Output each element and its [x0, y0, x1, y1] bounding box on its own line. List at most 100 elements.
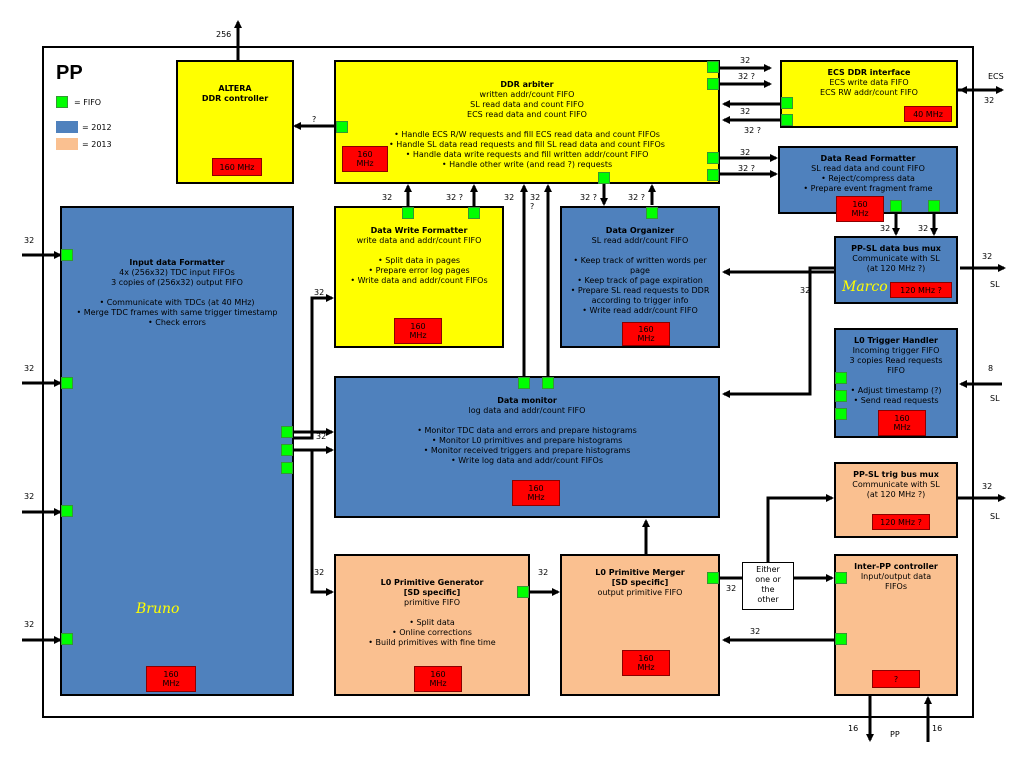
l0-primitive-generator-block: L0 Primitive Generator [SD specific] pri…: [334, 554, 530, 696]
altera-clock-badge: 160 MHz: [212, 158, 262, 176]
pg-tasks: • Split data • Online corrections • Buil…: [368, 618, 496, 647]
fifo-marker: [835, 408, 847, 420]
bus-width-label: 32: [800, 286, 811, 295]
pg-clock-badge: 160 MHz: [414, 666, 462, 692]
inter-pp-controller-block: Inter-PP controller Input/output data FI…: [834, 554, 958, 696]
fifo-marker: [61, 377, 73, 389]
do-title: Data Organizer: [605, 226, 675, 235]
ecs-label: ECS: [988, 72, 1004, 81]
legend-2013-swatch: [56, 138, 78, 150]
drf-fifos: SL read data and count FIFO: [811, 164, 925, 173]
page-title: PP: [56, 62, 83, 84]
fifo-marker: [707, 78, 719, 90]
sl-label: SL: [990, 280, 1000, 289]
fifo-marker: [707, 152, 719, 164]
fifo-marker: [707, 169, 719, 181]
do-tasks: • Keep track of written words per page •…: [570, 256, 710, 315]
fifo-marker: [402, 207, 414, 219]
fifo-marker: [281, 444, 293, 456]
dm-clock-badge: 160 MHz: [512, 480, 560, 506]
altera-ddr-controller-block: ALTERA DDR controller 160 MHz: [176, 60, 294, 184]
bus-width-label: 32: [314, 288, 325, 297]
fifo-marker: [518, 377, 530, 389]
bus-width-label: 32 ?: [738, 72, 755, 81]
fifo-marker: [61, 249, 73, 261]
pm-clock-badge: 160 MHz: [622, 650, 670, 676]
dwf-fifos: write data and addr/count FIFO: [356, 236, 482, 245]
do-clock-badge: 160 MHz: [622, 322, 670, 346]
drf-tasks: • Reject/compress data • Prepare event f…: [803, 174, 933, 193]
legend-2013-label: = 2013: [82, 140, 112, 149]
fifo-marker: [542, 377, 554, 389]
idf-clock-badge: 160 MHz: [146, 666, 196, 692]
fifo-marker: [928, 200, 940, 212]
idf-author-signature: Bruno: [136, 601, 180, 617]
pm-title: L0 Primitive Merger [SD specific]: [595, 568, 685, 587]
bus-width-label: 32 ?: [744, 126, 761, 135]
pm-fifos: output primitive FIFO: [597, 588, 683, 597]
mux-desc: Communicate with SL (at 120 MHz ?): [852, 254, 940, 273]
fifo-marker: [336, 121, 348, 133]
bus-width-label: 32: [740, 107, 751, 116]
dwf-tasks: • Split data in pages • Prepare error lo…: [350, 256, 488, 285]
data-write-formatter-block: Data Write Formatter write data and addr…: [334, 206, 504, 348]
sl-label: SL: [990, 512, 1000, 521]
fifo-legend-swatch: [56, 96, 68, 108]
ipp-fifos: Input/output data FIFOs: [860, 572, 932, 591]
altera-title: ALTERA DDR controller: [201, 84, 269, 103]
ipp-clock-badge: ?: [872, 670, 920, 688]
fifo-marker: [468, 207, 480, 219]
bus-width-label: 32: [880, 224, 891, 233]
bus-width-label: 32: [726, 584, 737, 593]
ecs-ddr-interface-block: ECS DDR interface ECS write data FIFO EC…: [780, 60, 958, 128]
bus-width-label: 32: [984, 96, 995, 105]
ddr-arbiter-tasks: • Handle ECS R/W requests and fill ECS r…: [389, 130, 665, 169]
ecs-ddr-title: ECS DDR interface: [827, 68, 911, 77]
bus-width-label: ?: [312, 115, 317, 124]
fifo-marker: [281, 462, 293, 474]
l0t-tasks: • Adjust timestamp (?) • Send read reque…: [850, 386, 942, 405]
fifo-marker: [281, 426, 293, 438]
bus-width-label: 8: [988, 364, 994, 373]
ipp-title: Inter-PP controller: [854, 562, 938, 571]
fifo-marker: [646, 207, 658, 219]
bus-width-label: 32: [24, 620, 35, 629]
bus-width-label: 32: [918, 224, 929, 233]
pp-sl-trig-bus-mux-block: PP-SL trig bus mux Communicate with SL (…: [834, 462, 958, 538]
ddr-arbiter-clock-badge: 160 MHz: [342, 146, 388, 172]
bus-width-label: 32 ?: [530, 193, 541, 211]
mux-author-signature: Marco: [842, 279, 888, 295]
bus-width-label: 32: [982, 252, 993, 261]
bus-width-label: 32: [314, 568, 325, 577]
data-monitor-block: Data monitor log data and addr/count FIF…: [334, 376, 720, 518]
ecs-ddr-fifos: ECS write data FIFO ECS RW addr/count FI…: [820, 78, 918, 97]
bus-width-label: 32: [740, 56, 751, 65]
trigmux-clock-badge: 120 MHz ?: [872, 514, 930, 530]
do-fifos: SL read addr/count FIFO: [591, 236, 689, 245]
bus-width-label: 32: [750, 627, 761, 636]
fifo-marker: [835, 390, 847, 402]
bus-width-label: 256: [216, 30, 232, 39]
ddr-arbiter-block: DDR arbiter written addr/count FIFO SL r…: [334, 60, 720, 184]
pg-title: L0 Primitive Generator [SD specific]: [380, 578, 484, 597]
drf-clock-badge: 160 MHz: [836, 196, 884, 222]
fifo-marker: [835, 572, 847, 584]
dm-tasks: • Monitor TDC data and errors and prepar…: [417, 426, 637, 465]
l0t-clock-badge: 160 MHz: [878, 410, 926, 436]
sl-label: SL: [990, 394, 1000, 403]
fifo-marker: [781, 97, 793, 109]
bus-width-label: 32 ?: [738, 164, 755, 173]
l0t-fifos: Incoming trigger FIFO 3 copies Read requ…: [849, 346, 943, 375]
bus-width-label: 32: [316, 432, 327, 441]
bus-width-label: 32: [24, 236, 35, 245]
drf-title: Data Read Formatter: [820, 154, 916, 163]
input-data-formatter-block: Input data Formatter 4x (256x32) TDC inp…: [60, 206, 294, 696]
bus-width-label: 32: [24, 492, 35, 501]
l0-primitive-merger-block: L0 Primitive Merger [SD specific] output…: [560, 554, 720, 696]
idf-fifos: 4x (256x32) TDC input FIFOs 3 copies of …: [111, 268, 243, 287]
idf-tasks: • Communicate with TDCs (at 40 MHz) • Me…: [76, 298, 278, 327]
dwf-clock-badge: 160 MHz: [394, 318, 442, 344]
fifo-marker: [598, 172, 610, 184]
ddr-arbiter-title: DDR arbiter: [500, 80, 554, 89]
